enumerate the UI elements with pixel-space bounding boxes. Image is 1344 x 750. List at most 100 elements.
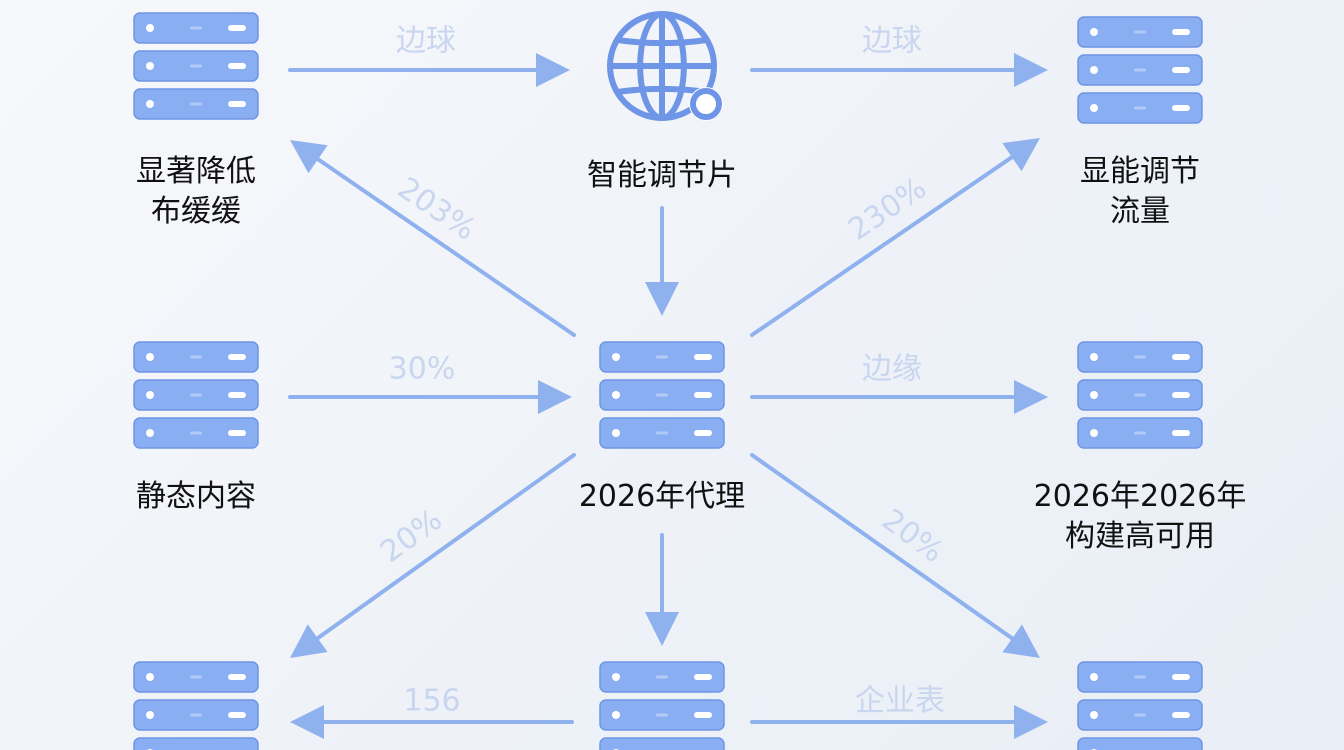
node-label-line: 布缓缓 — [151, 194, 241, 229]
status-led-icon — [146, 429, 154, 437]
vent-icon — [190, 26, 202, 30]
drive-slot-icon — [228, 674, 246, 680]
vent-icon — [1134, 431, 1146, 435]
arrow-head-icon — [1014, 705, 1048, 739]
server-unit — [599, 661, 725, 693]
server-unit — [133, 699, 259, 731]
arrow-head-icon — [290, 140, 328, 174]
edge-arrow-bottom-center-to-bottom-right — [750, 705, 1048, 739]
vent-icon — [1134, 106, 1146, 110]
vent-icon — [190, 431, 202, 435]
edge-label: 20% — [875, 502, 950, 570]
edge-arrow-mid-left-to-mid-center — [288, 380, 572, 414]
status-led-icon — [146, 391, 154, 399]
vent-icon — [656, 713, 668, 717]
arrow-head-icon — [645, 612, 679, 646]
server-unit — [599, 341, 725, 373]
arrow-head-icon — [1002, 138, 1040, 172]
drive-slot-icon — [228, 354, 246, 360]
drive-slot-icon — [228, 63, 246, 69]
server-unit — [1077, 341, 1203, 373]
status-led-icon — [146, 353, 154, 361]
edges-layer — [288, 53, 1048, 739]
edge-label: 边缘 — [862, 352, 922, 387]
node-label-line: 显著降低 — [136, 154, 256, 189]
server-unit — [133, 737, 259, 750]
node-label-mid-center: 2026年代理 — [579, 477, 745, 517]
edge-line — [315, 453, 576, 641]
edge-label: 边球 — [396, 24, 456, 59]
edge-arrow-top-left-to-top-center — [288, 53, 570, 87]
server-unit — [133, 661, 259, 693]
drive-slot-icon — [1172, 392, 1190, 398]
vent-icon — [1134, 30, 1146, 34]
node-label-mid-left: 静态内容 — [136, 477, 256, 517]
node-label-line: 构建高可用 — [1064, 519, 1215, 554]
drive-slot-icon — [694, 392, 712, 398]
node-mid-left — [133, 341, 259, 449]
edge-arrow-mid-center-to-top-right — [750, 138, 1040, 337]
vent-icon — [190, 355, 202, 359]
edge-label: 边球 — [862, 24, 922, 59]
vent-icon — [190, 64, 202, 68]
node-label-top-center: 智能调节片 — [587, 156, 737, 196]
drive-slot-icon — [1172, 354, 1190, 360]
server-unit — [1077, 661, 1203, 693]
vent-icon — [190, 713, 202, 717]
node-label-line: 流量 — [1110, 194, 1170, 229]
server-stack-icon — [1077, 16, 1203, 124]
edge-line — [316, 157, 576, 337]
server-unit — [1077, 379, 1203, 411]
drive-slot-icon — [694, 712, 712, 718]
status-led-icon — [1090, 353, 1098, 361]
arrow-head-icon — [645, 282, 679, 316]
node-label-line: 2026年代理 — [578, 479, 746, 514]
node-top-center — [607, 11, 723, 121]
drive-slot-icon — [694, 354, 712, 360]
node-label-line: 智能调节片 — [587, 158, 737, 193]
vent-icon — [1134, 675, 1146, 679]
globe-latitude — [616, 37, 708, 47]
vent-icon — [190, 675, 202, 679]
arrow-head-icon — [1002, 624, 1040, 658]
status-led-icon — [146, 62, 154, 70]
arrow-head-icon — [536, 53, 570, 87]
node-bottom-left — [133, 661, 259, 750]
arrow-head-icon — [1014, 53, 1048, 87]
drive-slot-icon — [1172, 105, 1190, 111]
status-led-icon — [1090, 391, 1098, 399]
vent-icon — [656, 355, 668, 359]
nodes-layer — [133, 11, 1203, 750]
vent-icon — [1134, 393, 1146, 397]
server-stack-icon — [599, 341, 725, 449]
arrow-head-icon — [1014, 380, 1048, 414]
status-led-icon — [1090, 66, 1098, 74]
drive-slot-icon — [228, 430, 246, 436]
edge-label: 20% — [374, 502, 449, 570]
server-unit — [599, 379, 725, 411]
server-stack-icon — [133, 12, 259, 120]
status-led-icon — [146, 100, 154, 108]
globe-latitude — [616, 85, 708, 95]
node-bottom-right — [1077, 661, 1203, 750]
node-label-line: 2026年2026年 — [1033, 479, 1247, 514]
status-led-icon — [1090, 711, 1098, 719]
drive-slot-icon — [1172, 29, 1190, 35]
node-label-line: 静态内容 — [136, 479, 256, 514]
server-unit — [1077, 699, 1203, 731]
status-led-icon — [612, 673, 620, 681]
node-mid-center — [599, 341, 725, 449]
server-stack-icon — [1077, 661, 1203, 750]
server-unit — [133, 12, 259, 44]
status-led-icon — [1090, 104, 1098, 112]
server-unit — [133, 341, 259, 373]
node-mid-right — [1077, 341, 1203, 449]
server-unit — [1077, 737, 1203, 750]
vent-icon — [190, 393, 202, 397]
vent-icon — [1134, 68, 1146, 72]
node-bottom-center — [599, 661, 725, 750]
edge-arrow-bottom-center-to-bottom-left — [290, 705, 574, 739]
status-led-icon — [146, 673, 154, 681]
edge-label: 203% — [391, 171, 482, 248]
